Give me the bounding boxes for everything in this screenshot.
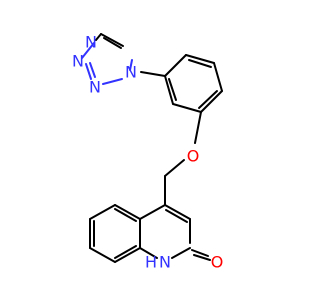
bond-ph4-double [198, 90, 218, 109]
bond-c2-o-double [191, 249, 209, 257]
bond-n2-n3 [85, 63, 92, 80]
bond-c5-n4 [100, 33, 124, 47]
phenyl-ring [164, 54, 223, 113]
tetrazole-ring [81, 33, 133, 85]
bond-ph4 [200, 90, 223, 113]
bond-n3-n4 [102, 78, 123, 85]
bond-tetrazole-phenyl [140, 71, 166, 77]
benzo-ring [89, 204, 141, 263]
atom-carbonyl-oxygen: O [211, 253, 224, 272]
bond-c5-c6 [89, 204, 116, 220]
atom-ring-nitrogen: N [159, 253, 171, 272]
bond-c5-n4-double [103, 37, 122, 49]
bond-c4a-c5 [114, 204, 141, 220]
bond-c8-c8a-double [114, 245, 137, 259]
bond-ph2 [185, 54, 215, 64]
bond-c8-c8a [114, 247, 141, 263]
bond-n2-n3-double [89, 62, 96, 78]
bond-c2-n1 [171, 247, 191, 259]
atom-ring-nitrogen-hydrogen: H [145, 253, 157, 272]
bond-ph2-double [188, 59, 212, 68]
bond-c4-c3-double [165, 209, 188, 223]
bond-ph1 [164, 54, 187, 77]
atom-tetrazole-n4: N [125, 63, 137, 82]
atom-tetrazole-n3: N [89, 78, 101, 97]
atom-tetrazole-n1: N [85, 33, 97, 52]
bond-c4-c3 [164, 204, 191, 220]
quinolinone-ring [139, 204, 211, 261]
bond-c4a-c4 [139, 204, 166, 220]
bond-ph6 [164, 75, 174, 105]
bond-oxygen-ch2 [164, 159, 185, 177]
bond-n1-n2 [81, 42, 95, 59]
bond-phenyl-oxygen [194, 111, 202, 144]
bond-ph3 [213, 62, 223, 92]
bond-c7-c8 [89, 247, 116, 263]
bond-ph5 [172, 103, 202, 113]
bond-c4a-c5-double [114, 208, 137, 222]
molecule-structure-canvas: N N N N O O N H [72, 32, 224, 272]
bond-c5-n1 [95, 33, 102, 41]
atom-tetrazole-n2: N [72, 52, 84, 71]
bond-n1-c8a [139, 247, 158, 259]
atom-ether-oxygen: O [187, 147, 200, 166]
bond-c2-o [193, 254, 211, 261]
bond-ph6-double [168, 78, 177, 101]
bond-n4-c5 [129, 59, 133, 71]
